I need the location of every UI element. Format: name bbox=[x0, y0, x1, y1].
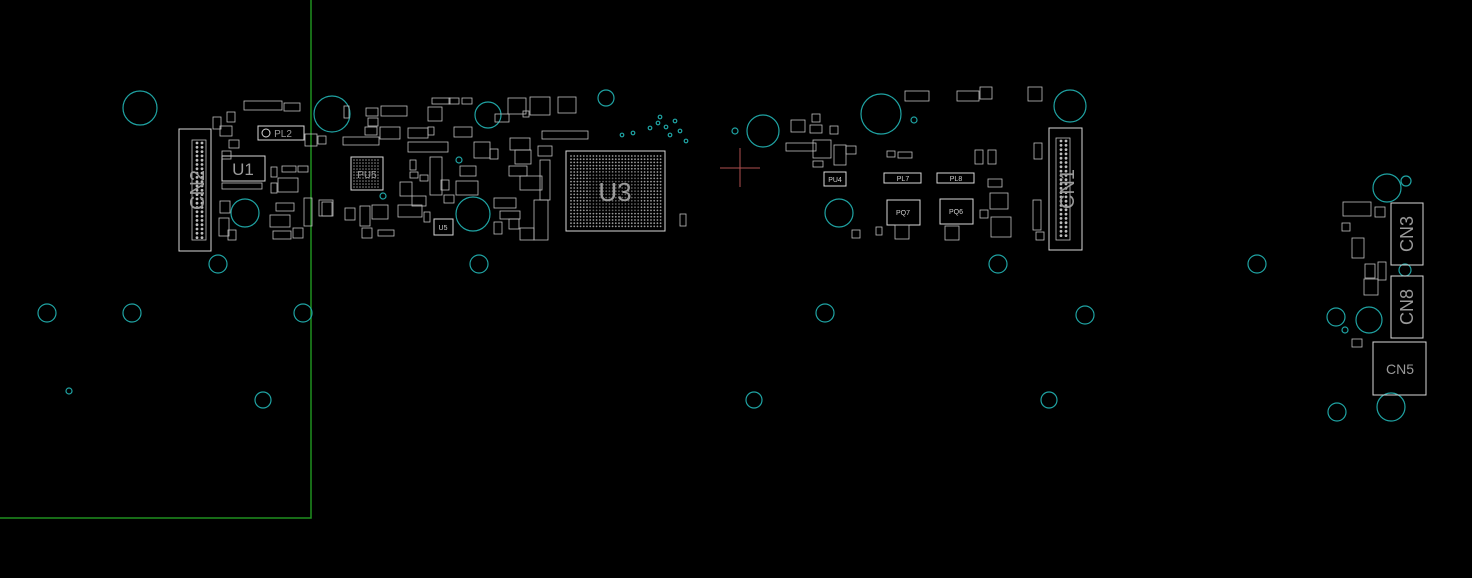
connector-cn1[interactable]: CN1 bbox=[1048, 127, 1083, 251]
component-pu5[interactable]: PU5 bbox=[350, 156, 384, 191]
component-u3[interactable]: U3 bbox=[565, 150, 666, 232]
component-pl7[interactable]: PL7 bbox=[883, 172, 922, 184]
cn1-label: CN1 bbox=[1057, 169, 1079, 209]
component-pq7[interactable]: PQ7 bbox=[886, 199, 921, 226]
pl2-label: PL2 bbox=[274, 129, 292, 140]
pq7-label: PQ7 bbox=[896, 210, 910, 217]
pl8-label: PL8 bbox=[950, 176, 963, 183]
connector-cn3[interactable]: CN3 bbox=[1390, 202, 1424, 266]
component-pl8[interactable]: PL8 bbox=[936, 172, 975, 184]
pu5-label: PU5 bbox=[357, 170, 377, 181]
connector-cn2[interactable]: CN2 bbox=[178, 128, 212, 252]
cn3-label: CN3 bbox=[1397, 216, 1417, 252]
pq6-label: PQ6 bbox=[949, 209, 963, 216]
connector-cn5[interactable]: CN5 bbox=[1372, 341, 1427, 396]
mounting-holes bbox=[37, 89, 1412, 422]
component-u5[interactable]: U5 bbox=[433, 218, 454, 236]
cn5-label: CN5 bbox=[1386, 361, 1414, 377]
component-pq6[interactable]: PQ6 bbox=[939, 198, 974, 225]
u1-label: U1 bbox=[232, 160, 254, 179]
component-pu4[interactable]: PU4 bbox=[823, 171, 847, 187]
component-pl2[interactable]: PL2 bbox=[257, 125, 305, 141]
u3-label: U3 bbox=[598, 177, 631, 207]
board-outline bbox=[0, 0, 312, 519]
component-u1[interactable]: U1 bbox=[221, 155, 266, 182]
crosshair-cursor-icon bbox=[720, 148, 760, 187]
pl7-label: PL7 bbox=[897, 176, 910, 183]
via-cluster bbox=[619, 114, 689, 144]
passive-footprints bbox=[212, 86, 1387, 348]
pu4-label: PU4 bbox=[828, 177, 842, 184]
cn8-label: CN8 bbox=[1397, 289, 1417, 325]
u5-label: U5 bbox=[439, 225, 448, 232]
connector-cn8[interactable]: CN8 bbox=[1390, 275, 1424, 339]
cn2-label: CN2 bbox=[187, 170, 209, 210]
